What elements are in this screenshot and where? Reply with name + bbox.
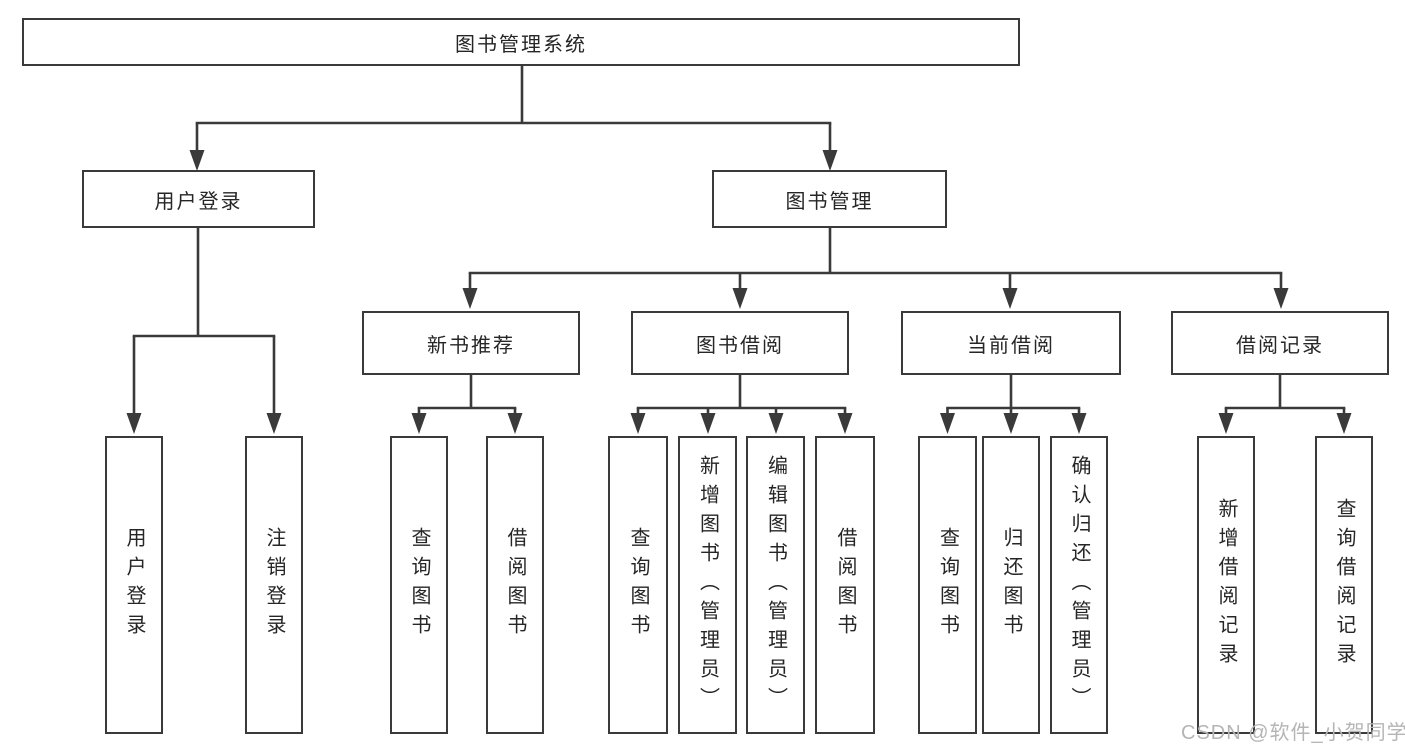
connector-borrowing-records [1218,374,1352,434]
leaf-label: 借阅图书 [834,527,856,643]
leaf-query-books-2: 查询图书 [608,436,668,734]
leaf-user-login: 用户登录 [105,436,163,734]
node-new-books-label: 新书推荐 [427,334,515,357]
leaf-query-books-3: 查询图书 [918,436,977,734]
csdn-watermark: CSDN @软件_小贺同学 [1181,722,1405,744]
node-borrowing-records: 借阅记录 [1171,311,1389,375]
leaf-label: 注销登录 [263,527,285,643]
node-book-borrowing-label: 图书借阅 [696,334,784,357]
connector-current-borrowing [940,374,1087,434]
leaf-label: 查询图书 [627,527,649,643]
leaf-label: 查询借阅记录 [1333,498,1355,672]
leaf-label: 查询图书 [408,527,430,643]
node-current-borrowing: 当前借阅 [901,311,1121,375]
node-user-login: 用户登录 [82,170,315,228]
node-borrowing-records-label: 借阅记录 [1236,334,1324,357]
leaf-edit-books-admin: 编辑图书（管理员） [746,436,805,734]
leaf-label: 用户登录 [123,527,145,643]
leaf-label: 借阅图书 [504,527,526,643]
leaf-label: 查询图书 [936,527,959,643]
connector-user-login [126,226,282,434]
leaf-logout: 注销登录 [245,436,303,734]
leaf-label: 归还图书 [1000,527,1022,643]
leaf-query-books-1: 查询图书 [390,436,448,734]
leaf-label: 确认归还（管理员） [1068,454,1090,716]
node-book-borrowing: 图书借阅 [631,311,849,375]
node-current-borrowing-label: 当前借阅 [967,334,1055,357]
leaf-add-books-admin: 新增图书（管理员） [678,436,737,734]
leaf-borrow-books-2: 借阅图书 [815,436,875,734]
leaf-label: 编辑图书（管理员） [764,454,787,716]
connector-book-borrowing [630,374,853,434]
leaf-return-books: 归还图书 [982,436,1040,734]
leaf-add-borrow-record: 新增借阅记录 [1197,436,1255,734]
leaf-label: 新增图书（管理员） [696,454,719,716]
connector-new-books [411,374,523,434]
leaf-confirm-return-admin: 确认归还（管理员） [1050,436,1108,734]
node-root: 图书管理系统 [22,18,1020,66]
node-root-label: 图书管理系统 [455,33,587,56]
node-user-login-label: 用户登录 [154,190,243,213]
node-book-management: 图书管理 [712,170,947,228]
connector-book-management [462,226,1289,309]
leaf-query-borrow-record: 查询借阅记录 [1315,436,1373,734]
node-new-books: 新书推荐 [362,311,580,375]
connector-root [189,66,838,171]
leaf-label: 新增借阅记录 [1215,498,1237,672]
node-book-management-label: 图书管理 [785,190,874,213]
leaf-borrow-books-1: 借阅图书 [486,436,544,734]
